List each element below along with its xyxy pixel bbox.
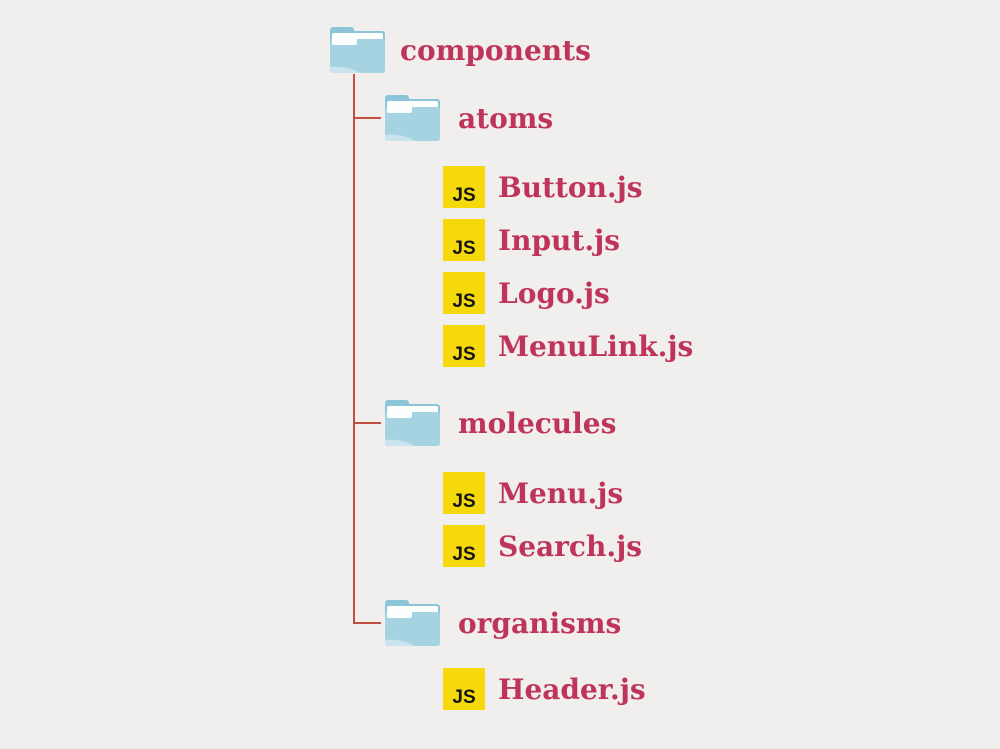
file-label: Menu.js <box>498 476 624 510</box>
tree-node-atoms: atoms <box>385 95 553 141</box>
tree-connector-branch-organisms <box>353 622 381 624</box>
tree-connector-branch-atoms <box>353 117 381 119</box>
js-file-icon: JS <box>443 668 485 710</box>
tree-node-menulink-js: JS MenuLink.js <box>443 325 693 367</box>
file-label: Search.js <box>498 529 642 563</box>
tree-node-input-js: JS Input.js <box>443 219 620 261</box>
tree-connector-trunk <box>353 74 355 624</box>
folder-icon <box>385 95 440 141</box>
tree-node-logo-js: JS Logo.js <box>443 272 610 314</box>
tree-node-molecules: molecules <box>385 400 616 446</box>
file-label: Header.js <box>498 672 646 706</box>
js-file-icon: JS <box>443 219 485 261</box>
js-file-icon: JS <box>443 166 485 208</box>
js-file-icon: JS <box>443 525 485 567</box>
js-file-icon: JS <box>443 272 485 314</box>
tree-node-components: components <box>330 27 591 73</box>
folder-label: components <box>400 33 591 67</box>
file-label: Input.js <box>498 223 620 257</box>
tree-node-header-js: JS Header.js <box>443 668 646 710</box>
js-file-icon: JS <box>443 472 485 514</box>
folder-label: molecules <box>458 406 617 440</box>
tree-node-menu-js: JS Menu.js <box>443 472 623 514</box>
folder-label: organisms <box>458 606 622 640</box>
tree-connector-branch-molecules <box>353 422 381 424</box>
tree-node-button-js: JS Button.js <box>443 166 643 208</box>
file-label: MenuLink.js <box>498 329 694 363</box>
file-label: Logo.js <box>498 276 610 310</box>
folder-label: atoms <box>458 101 554 135</box>
file-label: Button.js <box>498 170 643 204</box>
tree-node-organisms: organisms <box>385 600 621 646</box>
folder-icon <box>385 600 440 646</box>
tree-node-search-js: JS Search.js <box>443 525 642 567</box>
folder-icon <box>385 400 440 446</box>
folder-icon <box>330 27 385 73</box>
js-file-icon: JS <box>443 325 485 367</box>
